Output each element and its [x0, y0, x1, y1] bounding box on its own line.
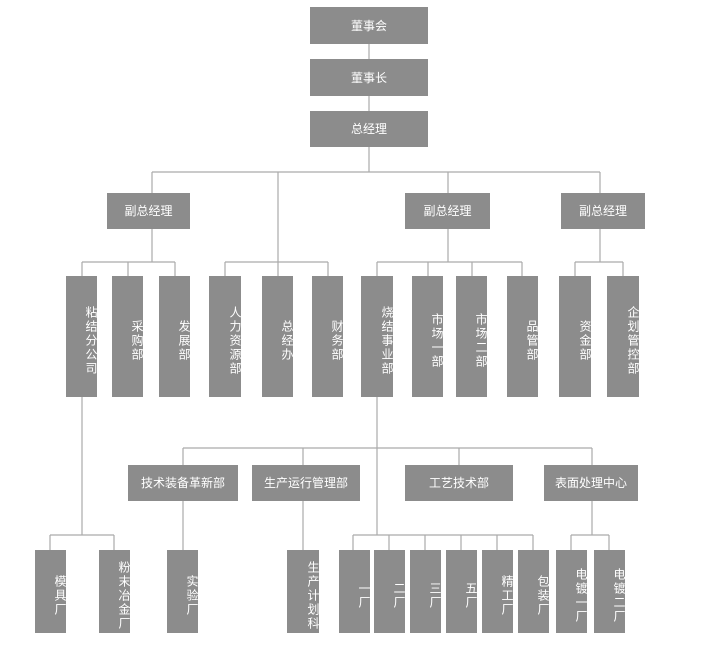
- node-dept-shaojie: 烧结事业部: [361, 276, 394, 397]
- node-factory-dianduo1: 电镀一厂: [556, 550, 588, 633]
- node-vice-gm-3: 副总经理: [561, 193, 645, 229]
- node-dept-zongjing: 总经办: [262, 276, 294, 397]
- node-board: 董事会: [310, 7, 428, 44]
- node-factory-fenmo: 粉末冶金厂: [99, 550, 131, 633]
- node-factory-3: 三厂: [410, 550, 442, 633]
- node-factory-5: 五厂: [446, 550, 478, 633]
- node-general-manager: 总经理: [310, 111, 428, 147]
- node-sub-gongyi: 工艺技术部: [405, 465, 513, 501]
- node-dept-caiwu: 财务部: [312, 276, 344, 397]
- node-dept-nianjie: 粘结分公司: [66, 276, 98, 397]
- node-factory-moju: 模具厂: [35, 550, 67, 633]
- node-factory-baozhuang: 包装厂: [518, 550, 550, 633]
- node-dept-qihua: 企划管控部: [607, 276, 640, 397]
- node-vice-gm-2: 副总经理: [405, 193, 490, 229]
- node-factory-2: 二厂: [374, 550, 406, 633]
- node-dept-shichang1: 市场一部: [412, 276, 444, 397]
- node-dept-renli: 人力资源部: [209, 276, 242, 397]
- node-factory-jihua: 生产计划科: [287, 550, 320, 633]
- node-dept-shichang2: 市场二部: [456, 276, 488, 397]
- node-factory-jinggong: 精工厂: [482, 550, 514, 633]
- node-sub-biaomian: 表面处理中心: [544, 465, 638, 501]
- node-vice-gm-1: 副总经理: [107, 193, 190, 229]
- node-dept-pinguan: 品管部: [507, 276, 539, 397]
- node-factory-1: 一厂: [339, 550, 371, 633]
- node-sub-jishu: 技术装备革新部: [128, 465, 238, 501]
- node-factory-dianduo2: 电镀二厂: [594, 550, 626, 633]
- node-sub-shengchan: 生产运行管理部: [252, 465, 360, 501]
- node-dept-zijin: 资金部: [559, 276, 592, 397]
- node-factory-shiyan: 实验厂: [167, 550, 199, 633]
- node-dept-fazhan: 发展部: [159, 276, 191, 397]
- node-dept-caigou: 采购部: [112, 276, 144, 397]
- node-chairman: 董事长: [310, 59, 428, 96]
